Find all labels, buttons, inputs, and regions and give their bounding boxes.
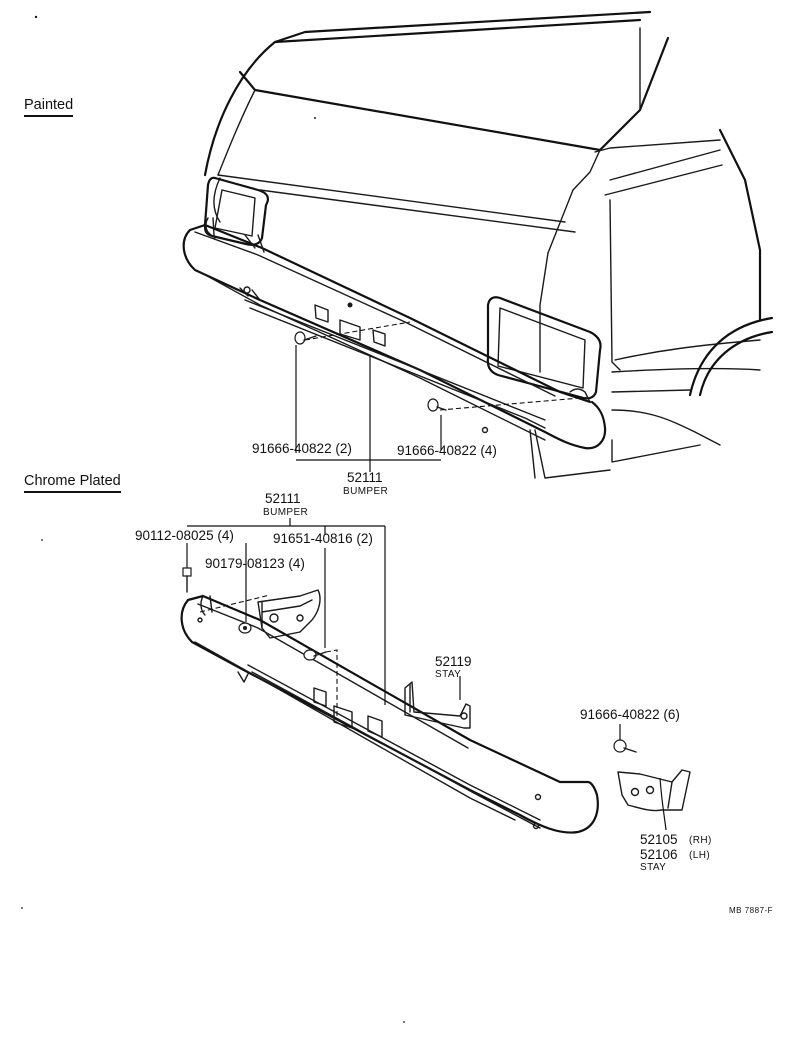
tail-lamp-right — [486, 296, 602, 400]
label-bolt-91666-six: 91666-40822 (6) — [580, 707, 680, 722]
reference-code: MB 7887-F — [729, 906, 774, 915]
chrome-leaders — [186, 518, 667, 831]
painted-bolt-left — [294, 321, 411, 345]
label-bolt-91651: 91651-40816 (2) — [273, 531, 373, 546]
label-bolt-left: 91666-40822 (2) — [252, 441, 352, 456]
label-chrome-bumper-name: BUMPER — [263, 507, 309, 518]
label-stay-52105-side: (RH) — [689, 835, 712, 846]
chrome-bolt-90112 — [182, 567, 271, 613]
label-stay-52119-name: STAY — [435, 669, 462, 680]
stay-52119 — [404, 681, 471, 729]
scan-specks — [21, 15, 405, 1023]
label-bolt-right: 91666-40822 (4) — [397, 443, 497, 458]
chrome-bumper — [180, 594, 599, 834]
label-stay-52105-number: 52105 — [640, 832, 678, 847]
painted-bumper — [182, 217, 607, 479]
label-nut-90179: 90179-08123 (4) — [205, 556, 305, 571]
chrome-nut-90179 — [238, 622, 252, 634]
label-stay-52106-side: (LH) — [689, 850, 711, 861]
label-painted-bumper-name: BUMPER — [343, 486, 389, 497]
chrome-bracket-left — [257, 589, 321, 639]
label-stay-side-name: STAY — [640, 862, 667, 873]
label-bolt-90112: 90112-08025 (4) — [135, 528, 234, 543]
tail-lamp-left — [203, 176, 269, 246]
label-painted-bumper-number: 52111 — [347, 470, 383, 485]
painted-leaders — [295, 345, 442, 472]
stay-52105-52106 — [617, 769, 691, 812]
label-stay-52119-number: 52119 — [435, 654, 472, 669]
vehicle-rear-body — [203, 10, 774, 479]
chrome-bolt-91651 — [303, 649, 338, 720]
label-stay-52106-number: 52106 — [640, 847, 678, 862]
section-heading-painted: Painted — [24, 97, 74, 117]
painted-bolt-right — [427, 397, 581, 412]
label-chrome-bumper-number: 52111 — [265, 491, 301, 506]
chrome-bolt-91666 — [613, 724, 637, 753]
section-heading-chrome-plated: Chrome Plated — [24, 473, 121, 493]
